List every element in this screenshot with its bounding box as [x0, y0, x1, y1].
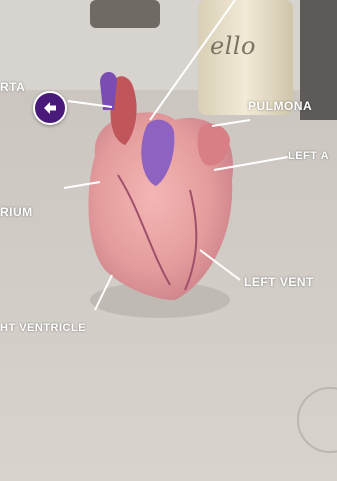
label-aorta-fragment: RTA [0, 80, 25, 94]
label-right-ventricle: HT VENTRICLE [0, 322, 86, 334]
bottle-text: ello [210, 32, 256, 60]
label-pulmonary: PULMONA [248, 99, 312, 113]
label-left-ventricle: LEFT VENT [244, 275, 314, 289]
arrow-left-icon [42, 100, 58, 116]
label-left-atrium: LEFT A [288, 150, 329, 162]
label-right-atrium: RIUM [0, 205, 33, 219]
back-button[interactable] [33, 91, 67, 125]
